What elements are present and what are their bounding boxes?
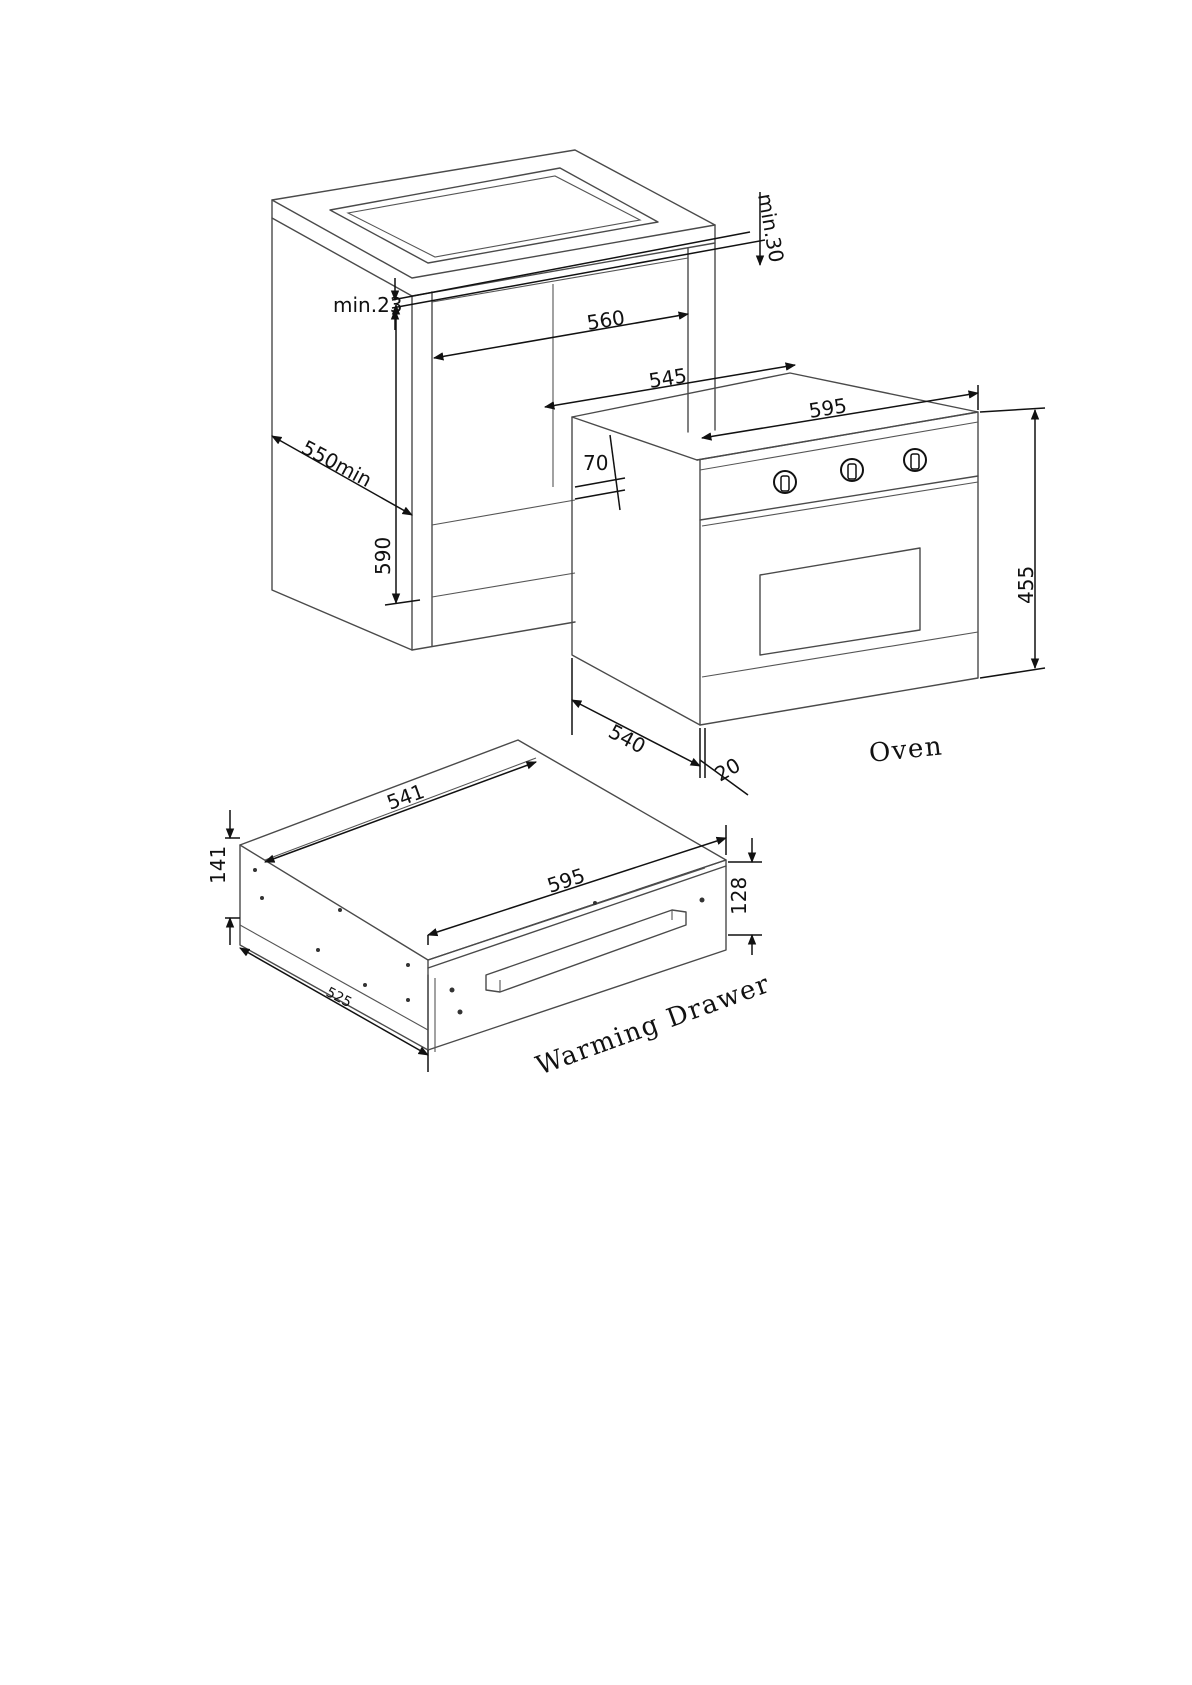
dim-128: 128: [727, 877, 751, 915]
dim-455: 455: [1014, 566, 1038, 604]
dim-70: 70: [583, 451, 608, 475]
warming-drawer-label: Warming Drawer: [532, 969, 774, 1082]
dim-595-oven: 595: [807, 393, 848, 423]
dim-20: 20: [711, 753, 745, 787]
oven-knob-3: [904, 449, 926, 471]
dim-550min: 550min: [298, 435, 376, 492]
dim-560: 560: [585, 305, 626, 335]
dim-540: 540: [605, 719, 650, 758]
oven-knob-2: [841, 459, 863, 481]
dim-595-drawer: 595: [544, 863, 588, 898]
dim-525: 525: [323, 984, 354, 1011]
warming-drawer-drawing: [240, 740, 726, 1052]
dim-141: 141: [206, 846, 230, 884]
dim-545: 545: [647, 363, 688, 393]
warming-drawer-dimensions: 541 595 141 128 525 Warming Drawer: [206, 762, 774, 1082]
oven-dimensions: 545 595 70 455 540 20 Oven: [545, 363, 1045, 795]
cabinet-dimensions: min.30 min.23 560 550min 590: [272, 192, 789, 605]
oven-knob-1: [774, 471, 796, 493]
dim-min30: min.30: [753, 192, 789, 265]
cabinet-drawing: [272, 150, 715, 650]
dim-min23: min.23: [333, 293, 403, 317]
dim-590: 590: [371, 537, 395, 575]
oven-label: Oven: [868, 731, 945, 769]
dim-541: 541: [384, 779, 428, 815]
